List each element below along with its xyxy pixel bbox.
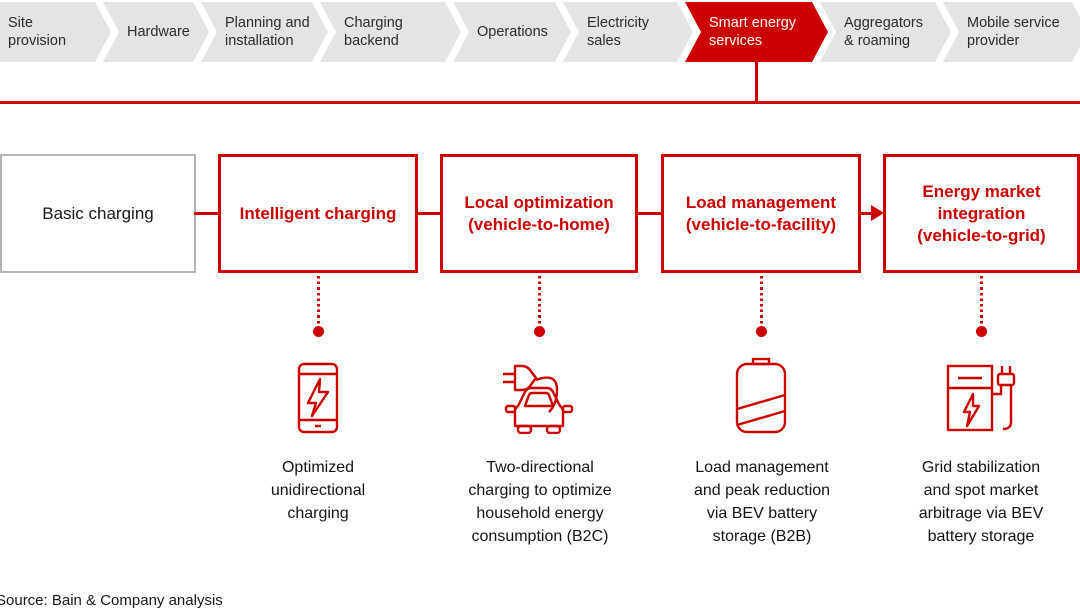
chain-step-mobile-service-provider: Mobile service provider <box>943 2 1080 62</box>
connector-end-dot-4 <box>975 326 987 337</box>
dotted-connector-1 <box>316 276 320 325</box>
chain-step-electricity-sales: Electricity sales <box>563 2 693 62</box>
car-charging-icon <box>499 356 579 434</box>
description-energy-market: Grid stabilization and spot market arbit… <box>918 459 1044 545</box>
dotted-connector-3 <box>759 276 763 325</box>
dotted-connector-2 <box>537 276 541 325</box>
box-intelligent-charging: Intelligent charging <box>218 154 418 273</box>
connector-line-2 <box>416 212 442 215</box>
box-energy-market-integration: Energy market integration (vehicle-to-gr… <box>883 154 1080 273</box>
source-note: Source: Bain & Company analysis <box>0 592 223 609</box>
chain-step-operations: Operations <box>453 2 571 62</box>
chain-step-smart-energy-services: Smart energy services <box>685 2 828 62</box>
box-basic-charging: Basic charging <box>0 154 196 273</box>
connector-end-dot-3 <box>755 326 767 337</box>
connector-arrow-icon <box>871 205 884 221</box>
connector-line-3 <box>636 212 663 215</box>
chain-step-planning-installation: Planning and installation <box>201 2 328 62</box>
box-local-optimization: Local optimization (vehicle-to-home) <box>440 154 638 273</box>
horizontal-red-line <box>0 101 1080 104</box>
battery-icon <box>735 356 787 434</box>
value-chain-bar: Site provision Hardware Planning and ins… <box>0 2 1080 62</box>
connector-line-1 <box>194 212 220 215</box>
description-local-optimization: Two-directional charging to optimize hou… <box>468 459 612 545</box>
connector-end-dot-2 <box>533 326 545 337</box>
connector-end-dot-1 <box>312 326 324 337</box>
dotted-connector-4 <box>979 276 983 325</box>
chain-step-hardware: Hardware <box>103 2 209 62</box>
charging-station-icon <box>946 356 1020 434</box>
box-load-management: Load management (vehicle-to-facility) <box>661 154 861 273</box>
chain-step-site-provision: Site provision <box>0 2 111 62</box>
chevron-drop-line <box>755 62 758 102</box>
chain-step-aggregators-roaming: Aggregators & roaming <box>820 2 951 62</box>
smartphone-charging-icon <box>297 356 339 434</box>
chain-step-charging-backend: Charging backend <box>320 2 461 62</box>
description-load-management: Load management and peak reduction via B… <box>693 459 831 545</box>
connector-line-4 <box>859 212 873 215</box>
description-intelligent-charging: Optimized unidirectional charging <box>270 459 366 522</box>
